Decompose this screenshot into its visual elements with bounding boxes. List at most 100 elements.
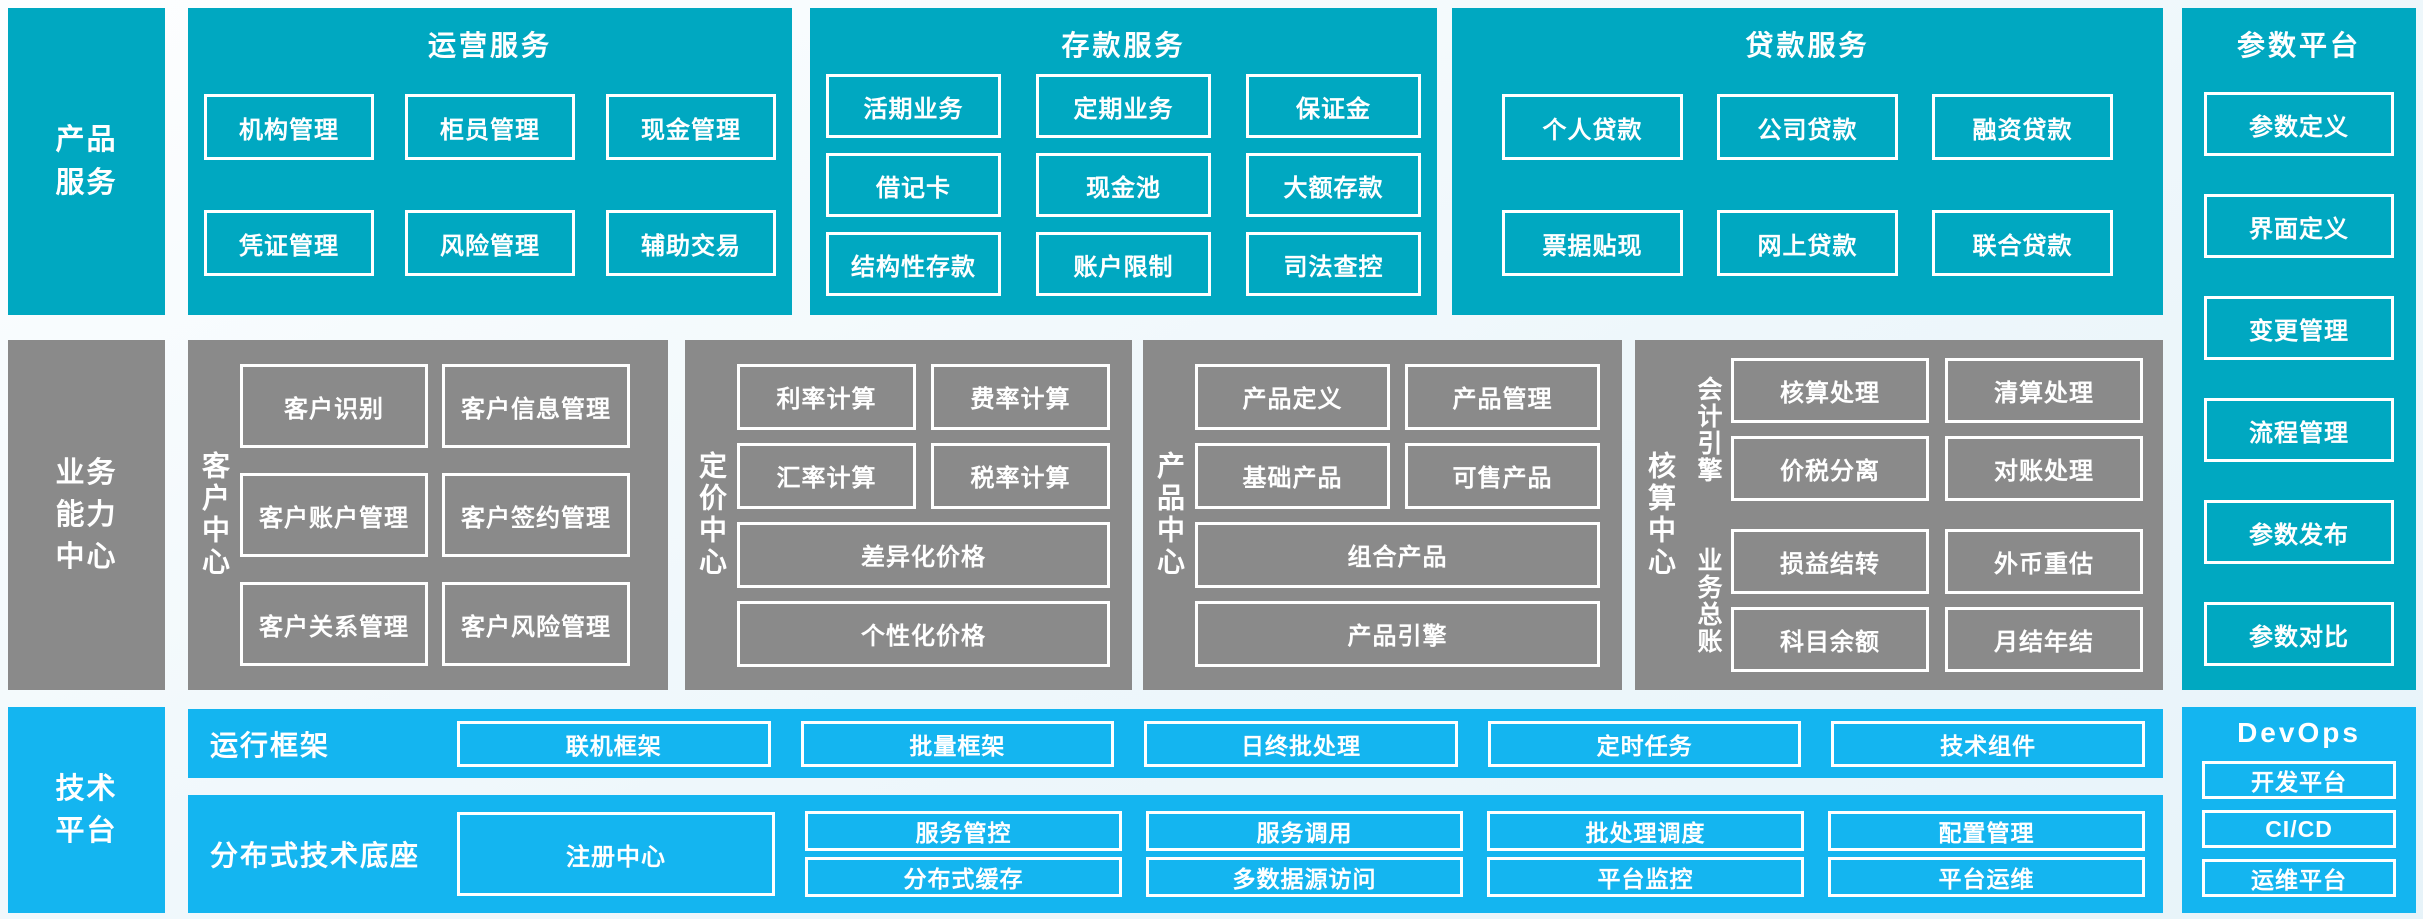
service-box: 变更管理 [2204, 296, 2394, 360]
group-label: 业务总账 [1694, 546, 1722, 655]
service-box: 开发平台 [2202, 761, 2396, 799]
panel-deposit-services: 存款服务 活期业务 定期业务 保证金 借记卡 现金池 大额存款 结构性存款 账户… [810, 8, 1437, 315]
service-box: 定时任务 [1487, 720, 1802, 767]
center-label: 核算中心 [1645, 451, 1676, 579]
service-box: 对账处理 [1945, 436, 2143, 501]
service-box: 机构管理 [204, 94, 374, 160]
service-box: 清算处理 [1945, 358, 2143, 423]
service-box: 多数据源访问 [1146, 857, 1463, 897]
service-box: 批处理调度 [1487, 811, 1804, 851]
service-box: 公司贷款 [1717, 94, 1898, 160]
service-box: 差异化价格 [737, 521, 1110, 588]
service-box: 凭证管理 [204, 210, 374, 276]
panel-title: 存款服务 [1061, 30, 1186, 61]
accounting-engine-boxes: 核算处理 清算处理 价税分离 对账处理 [1731, 358, 2143, 501]
service-box: 网上贷款 [1717, 210, 1898, 276]
devops-boxes: 开发平台 CI/CD 运维平台 [2202, 761, 2396, 897]
service-box: 产品引擎 [1195, 600, 1600, 667]
business-ledger-boxes: 损益结转 外币重估 科目余额 月结年结 [1731, 529, 2143, 672]
panel-devops: DevOps 开发平台 CI/CD 运维平台 [2182, 707, 2416, 913]
service-box: 产品定义 [1195, 363, 1390, 430]
service-box: 基础产品 [1195, 442, 1390, 509]
service-box: 辅助交易 [606, 210, 776, 276]
panel-parameter-platform: 参数平台 参数定义 界面定义 变更管理 流程管理 参数发布 参数对比 [2182, 8, 2416, 690]
panel-title: 参数平台 [2236, 30, 2361, 61]
row-label-tech-platform: 技术 平台 [8, 707, 165, 913]
product-boxes: 产品定义 产品管理 基础产品 可售产品 组合产品 产品引擎 [1195, 340, 1600, 690]
service-box: 客户风险管理 [442, 582, 630, 666]
band-runtime-framework: 运行框架 联机框架 批量框架 日终批处理 定时任务 技术组件 [188, 709, 2163, 778]
service-box: 运维平台 [2202, 859, 2396, 897]
service-box: 保证金 [1246, 74, 1421, 138]
panel-operations-services: 运营服务 机构管理 柜员管理 现金管理 凭证管理 风险管理 辅助交易 [188, 8, 792, 315]
service-box: 客户账户管理 [240, 473, 428, 557]
service-box: 组合产品 [1195, 521, 1600, 588]
service-box: 平台监控 [1487, 857, 1804, 897]
panel-product-center: 产品中心 产品定义 产品管理 基础产品 可售产品 组合产品 产品引擎 [1143, 340, 1622, 690]
service-box: 定期业务 [1036, 74, 1211, 138]
service-box: 参数对比 [2204, 602, 2394, 666]
center-label: 定价中心 [696, 451, 727, 579]
service-box: 服务调用 [1146, 811, 1463, 851]
service-box: 参数发布 [2204, 500, 2394, 564]
service-box: 联合贷款 [1932, 210, 2113, 276]
service-box: 司法查控 [1246, 232, 1421, 296]
band-label: 运行框架 [210, 729, 331, 761]
row-label-text: 技术 平台 [55, 772, 118, 847]
business-ledger-group: 业务总账 损益结转 外币重估 科目余额 月结年结 [1685, 529, 2143, 672]
accounting-engine-group: 会计引擎 核算处理 清算处理 价税分离 对账处理 [1685, 358, 2143, 501]
service-box: 客户识别 [240, 364, 428, 448]
service-box: 科目余额 [1731, 607, 1929, 672]
service-box: 柜员管理 [405, 94, 575, 160]
row-label-business-capability: 业务 能力 中心 [8, 340, 165, 690]
service-box: 月结年结 [1945, 607, 2143, 672]
center-label: 客户中心 [199, 451, 230, 579]
service-box: 现金管理 [606, 94, 776, 160]
service-box: 技术组件 [1831, 720, 2145, 767]
panel-pricing-center: 定价中心 利率计算 费率计算 汇率计算 税率计算 差异化价格 个性化价格 [685, 340, 1132, 690]
service-box: 现金池 [1036, 153, 1211, 217]
service-box: 客户信息管理 [442, 364, 630, 448]
group-label: 会计引擎 [1694, 375, 1722, 484]
service-box: 票据贴现 [1502, 210, 1683, 276]
service-box: 核算处理 [1731, 358, 1929, 423]
loan-boxes: 个人贷款 公司贷款 融资贷款 票据贴现 网上贷款 联合贷款 [1502, 94, 2113, 276]
service-box: 产品管理 [1405, 363, 1600, 430]
pricing-boxes: 利率计算 费率计算 汇率计算 税率计算 差异化价格 个性化价格 [737, 340, 1110, 690]
panel-title: 运营服务 [427, 30, 552, 61]
runtime-boxes: 联机框架 批量框架 日终批处理 定时任务 技术组件 [457, 720, 2145, 767]
service-box: 个性化价格 [737, 600, 1110, 667]
row-label-text: 业务 能力 中心 [55, 456, 118, 574]
panel-title: DevOps [2237, 717, 2361, 748]
service-box: 借记卡 [826, 153, 1001, 217]
parameter-boxes: 参数定义 界面定义 变更管理 流程管理 参数发布 参数对比 [2204, 92, 2394, 666]
service-box: 界面定义 [2204, 194, 2394, 258]
service-box: 参数定义 [2204, 92, 2394, 156]
service-box: 配置管理 [1828, 811, 2145, 851]
band-label: 分布式技术底座 [210, 840, 421, 871]
row-label-text: 产品 服务 [55, 124, 118, 199]
service-box: 可售产品 [1405, 442, 1600, 509]
service-box: 注册中心 [457, 812, 775, 896]
row-label-product-services: 产品 服务 [8, 8, 165, 315]
center-label: 产品中心 [1154, 451, 1185, 579]
service-box: 利率计算 [737, 363, 916, 430]
accounting-groups: 会计引擎 核算处理 清算处理 价税分离 对账处理 业务总账 损益结转 外币重估 … [1685, 340, 2143, 690]
operations-boxes: 机构管理 柜员管理 现金管理 凭证管理 风险管理 辅助交易 [204, 94, 776, 276]
service-box: 日终批处理 [1144, 720, 1458, 767]
service-box: 个人贷款 [1502, 94, 1683, 160]
service-box: 联机框架 [457, 720, 771, 767]
customer-boxes: 客户识别 客户信息管理 客户账户管理 客户签约管理 客户关系管理 客户风险管理 [240, 340, 630, 690]
service-box: 税率计算 [931, 442, 1110, 509]
service-box: 客户签约管理 [442, 473, 630, 557]
service-box: 损益结转 [1731, 529, 1929, 594]
band-distributed-base: 分布式技术底座 注册中心 服务管控 服务调用 批处理调度 配置管理 分布式缓存 … [188, 795, 2163, 913]
service-box: 账户限制 [1036, 232, 1211, 296]
service-box: 汇率计算 [737, 442, 916, 509]
service-box: 批量框架 [800, 720, 1115, 767]
service-box: 大额存款 [1246, 153, 1421, 217]
service-box: 价税分离 [1731, 436, 1929, 501]
service-box: 服务管控 [805, 811, 1122, 851]
service-box: 分布式缓存 [805, 857, 1122, 897]
